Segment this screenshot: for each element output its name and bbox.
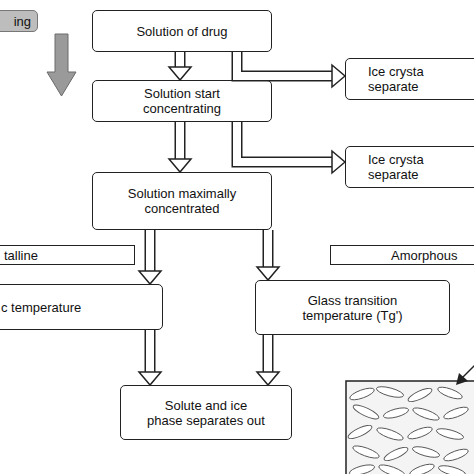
flow-arrow (257, 335, 279, 385)
node-text: Ice crysta separate (368, 64, 448, 94)
temperature-box: c temperature (0, 284, 163, 330)
branch-band: talline (0, 245, 135, 265)
temperature-box: Glass transition temperature (Tg') (255, 280, 450, 335)
process-box: Solution maximally concentrated (92, 172, 272, 230)
ice-crystal-illustration (346, 381, 474, 474)
node-text: Solute and ice phase separates out (147, 398, 265, 428)
process-box: Solution start concentrating (92, 80, 272, 122)
process-direction-arrow (47, 34, 76, 96)
branch-band: Amorphous (330, 245, 474, 265)
flow-arrow (237, 122, 345, 173)
node-text: Glass transition temperature (Tg') (286, 293, 419, 323)
flow-arrow (237, 52, 345, 87)
flow-arrow (139, 230, 161, 284)
node-text: talline (4, 248, 38, 263)
result-box: Ice crysta separate (345, 146, 474, 188)
node-text: Solution of drug (136, 24, 227, 39)
node-text: ing (14, 14, 31, 29)
pointer-arrow (456, 364, 474, 385)
node-text: Ice crysta separate (368, 152, 448, 182)
flow-arrow (169, 52, 191, 80)
flow-arrow (257, 230, 279, 280)
node-text: Amorphous (391, 248, 457, 263)
node-text: Solution maximally concentrated (118, 186, 246, 216)
node-text: Solution start concentrating (118, 86, 246, 116)
result-box: Ice crysta separate (345, 58, 474, 100)
process-box: Solution of drug (92, 10, 272, 52)
flow-arrow (139, 330, 161, 385)
process-box: Solute and ice phase separates out (120, 385, 292, 440)
stage-label-box: ing (0, 10, 38, 32)
node-text: c temperature (1, 300, 81, 315)
illustration-frame (346, 381, 474, 474)
flow-arrow (169, 122, 191, 172)
ice-crystals (347, 385, 470, 474)
